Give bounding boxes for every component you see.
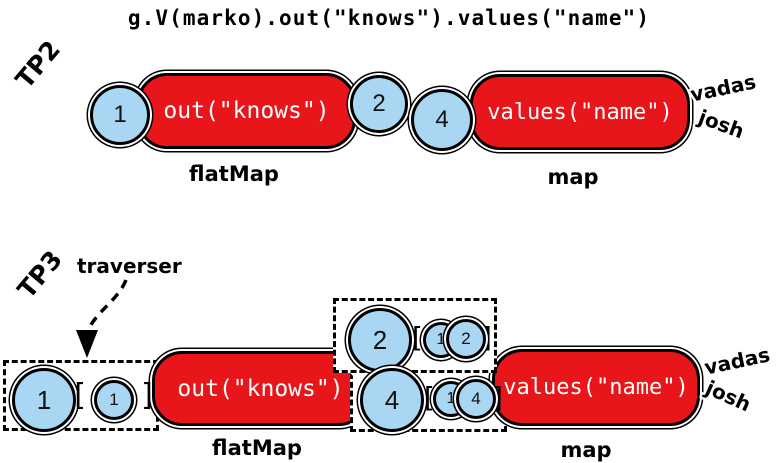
tp3-input-traverser-value: 1 [36, 384, 52, 415]
tp3-input-traverser-circle: 1 [12, 368, 76, 432]
tp3-mid4-path-circle-4: 4 [456, 379, 496, 419]
tp3-mid2-path-value-2: 2 [461, 329, 471, 348]
tp3-out-knows-step: out("knows") [152, 351, 369, 426]
tp2-values-name-text: values("name") [487, 99, 673, 125]
tp2-section-label: TP2 [9, 34, 67, 95]
tp3-input-bracket-close: ] [139, 378, 158, 413]
tp2-traverser-value-2: 2 [372, 90, 386, 117]
tp2-traverser-value-1: 1 [113, 101, 127, 128]
tp2-traverser-circle-1: 1 [90, 85, 150, 145]
tp2-out-knows-text: out("knows") [163, 98, 330, 124]
tp3-mid2-path-circle-2: 2 [446, 319, 486, 359]
tp2-values-name-step: values("name") [470, 74, 690, 150]
tp3-output-vadas: vadas [702, 342, 773, 380]
tp2-map-label: map [547, 165, 599, 189]
tp3-map-label: map [560, 438, 612, 462]
tp3-input-bracket-open: [ [70, 378, 89, 413]
tp3-mid4-path-value-4: 4 [471, 389, 481, 408]
tp3-mid4-bracket-open: [ [420, 381, 437, 414]
tp3-values-name-step: values("name") [492, 349, 700, 426]
tp3-mid4-path-value-1: 1 [446, 390, 456, 407]
tp3-mid2-bracket-open: [ [408, 321, 425, 354]
tp2-output-josh: josh [695, 104, 748, 144]
tp3-input-path-circle-1: 1 [94, 380, 134, 420]
tp3-mid2-path-value-1: 1 [436, 331, 446, 348]
tp2-output-vadas: vadas [688, 69, 759, 107]
tp2-flatmap-label: flatMap [189, 162, 279, 186]
traverser-annotation: traverser [77, 254, 182, 278]
tp3-mid-traverser-value-4: 4 [384, 384, 400, 415]
query-title: g.V(marko).out("knows").values("name") [127, 6, 651, 30]
tp3-out-knows-text: out("knows") [177, 375, 344, 402]
tp3-input-path-value-1: 1 [109, 390, 119, 409]
tp3-mid-traverser-circle-4: 4 [360, 368, 424, 432]
tp2-traverser-circle-2: 2 [350, 75, 408, 133]
tp2-traverser-circle-4: 4 [411, 89, 473, 151]
traverser-arrow [76, 279, 128, 358]
tp3-output-josh: josh [702, 375, 755, 417]
tp3-mid-traverser-circle-2: 2 [348, 308, 412, 372]
tp3-flatmap-label: flatMap [212, 436, 302, 460]
tp2-traverser-value-4: 4 [435, 106, 449, 133]
tp3-values-name-text: values("name") [503, 375, 689, 400]
tp3-mid-traverser-value-2: 2 [372, 324, 388, 355]
tp2-out-knows-step: out("knows") [137, 73, 356, 149]
